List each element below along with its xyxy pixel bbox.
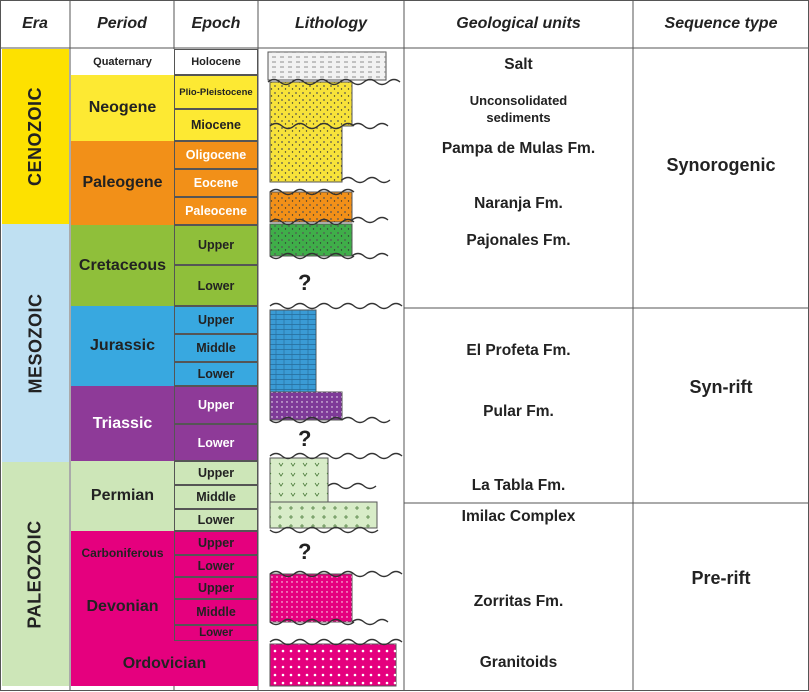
unit-salt: Salt <box>504 56 533 73</box>
unit-sediments: sediments <box>486 110 551 125</box>
epoch-holocene: Holocene <box>174 49 258 75</box>
unit-imilac-complex: Imilac Complex <box>461 508 576 525</box>
era-paleozoic: PALEOZOIC <box>2 462 69 686</box>
header-geological-units: Geological units <box>456 15 581 32</box>
header-lithology: Lithology <box>295 15 367 32</box>
period-ordovician: Ordovician <box>71 641 258 686</box>
epoch-carboniferous-upper: Upper <box>174 531 258 555</box>
epoch-permian-middle: Middle <box>174 485 258 509</box>
epoch-oligocene: Oligocene <box>174 141 258 169</box>
period-carboniferous: Carboniferous <box>81 546 164 560</box>
period-permian: Permian <box>71 461 174 531</box>
era-mesozoic: MESOZOIC <box>2 224 69 462</box>
unit-naranja: Naranja Fm. <box>474 195 563 212</box>
epoch-devonian-middle: Middle <box>174 599 258 625</box>
epoch-devonian-upper: Upper <box>174 577 258 599</box>
epoch-jurassic-upper: Upper <box>174 306 258 334</box>
unit-el-profeta: El Profeta Fm. <box>466 342 571 359</box>
epoch-paleocene: Paleocene <box>174 197 258 225</box>
unit-unconsolidated: Unconsolidated <box>469 93 568 108</box>
unit-zorritas: Zorritas Fm. <box>473 593 564 610</box>
era-cenozoic: CENOZOIC <box>2 49 69 224</box>
epoch-miocene: Miocene <box>174 109 258 141</box>
epoch-permian-lower: Lower <box>174 509 258 531</box>
unit-la-tabla: La Tabla Fm. <box>471 477 566 494</box>
period-neogene: Neogene <box>71 75 174 141</box>
epoch-eocene: Eocene <box>174 169 258 197</box>
period-cretaceous: Cretaceous <box>71 225 174 306</box>
epoch-carboniferous-lower: Lower <box>174 555 258 577</box>
gap-question-mark-3: ? <box>298 539 312 564</box>
header-era: Era <box>22 15 48 32</box>
unit-pular: Pular Fm. <box>483 403 554 420</box>
sequence-syn-rift: Syn-rift <box>689 377 753 397</box>
period-devonian-block <box>71 531 174 641</box>
gap-question-mark-1: ? <box>298 270 312 295</box>
header-period: Period <box>97 15 147 32</box>
period-devonian: Devonian <box>86 598 159 615</box>
unit-pajonales: Pajonales Fm. <box>466 232 571 249</box>
period-paleogene: Paleogene <box>71 141 174 225</box>
sequence-synorogenic: Synorogenic <box>666 155 776 175</box>
unconformity-lines <box>267 78 403 646</box>
epoch-plio-pleistocene: Plio-Pleistocene <box>174 75 258 109</box>
header-epoch: Epoch <box>191 15 241 32</box>
period-quaternary: Quaternary <box>71 49 174 75</box>
header-sequence-type: Sequence type <box>664 15 778 32</box>
unit-granitoids: Granitoids <box>479 654 558 671</box>
epoch-triassic-lower: Lower <box>174 424 258 461</box>
epoch-triassic-upper: Upper <box>174 386 258 424</box>
epoch-jurassic-middle: Middle <box>174 334 258 362</box>
sequence-pre-rift: Pre-rift <box>691 568 751 588</box>
unit-pampa-de-mulas: Pampa de Mulas Fm. <box>441 140 596 157</box>
epoch-jurassic-lower: Lower <box>174 362 258 386</box>
period-triassic: Triassic <box>71 386 174 461</box>
epoch-permian-upper: Upper <box>174 461 258 485</box>
epoch-devonian-lower: Lower <box>174 625 258 641</box>
gap-question-mark-2: ? <box>298 426 312 451</box>
epoch-cretaceous-lower: Lower <box>174 265 258 306</box>
epoch-cretaceous-upper: Upper <box>174 225 258 265</box>
period-jurassic: Jurassic <box>71 306 174 386</box>
